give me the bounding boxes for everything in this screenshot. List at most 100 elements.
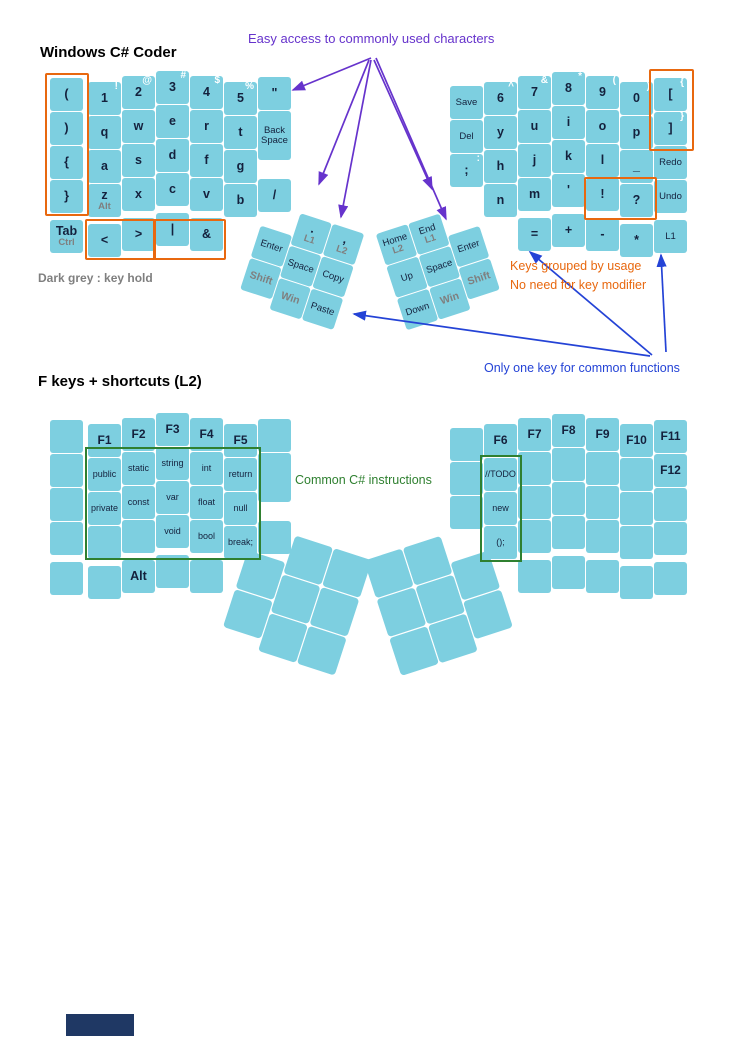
key-label: =: [530, 226, 539, 241]
key-label: L1: [665, 230, 676, 242]
key-l1: L1: [654, 220, 687, 253]
key-label: <: [100, 232, 109, 247]
key-l: l: [586, 144, 619, 177]
key-label: public: [92, 468, 117, 479]
key-n: n: [484, 184, 517, 217]
key-blank: [190, 560, 223, 593]
key-f5: F5: [224, 424, 257, 457]
key-5: 5%: [224, 81, 257, 115]
key-w: w: [122, 110, 155, 143]
key-f7: F7: [518, 418, 551, 451]
key-label: o: [598, 118, 607, 133]
key-label: Tab: [55, 223, 78, 238]
key-label: c: [169, 181, 176, 196]
key-label: i: [566, 114, 571, 129]
key-blank: [620, 566, 653, 599]
key-f11: F11: [654, 420, 687, 453]
key-blank: [654, 488, 687, 521]
key-label: u: [530, 118, 539, 133]
key-blank: [518, 520, 551, 553]
key-label: Win: [438, 289, 461, 308]
key-int: int: [190, 452, 223, 485]
key-label: float: [197, 496, 215, 507]
key-null: null: [224, 492, 257, 525]
key-label: |: [170, 221, 175, 236]
key-label: _: [633, 158, 640, 173]
key-hold-label: Alt: [98, 201, 111, 213]
key-t: t: [224, 116, 257, 149]
layer2-title: F keys + shortcuts (L2): [38, 373, 202, 390]
key-var: var: [156, 481, 189, 514]
key-label: string: [161, 457, 184, 468]
key-symbol: <: [88, 224, 121, 257]
key-x: x: [122, 178, 155, 211]
key-label: y: [497, 124, 504, 139]
key-label: F2: [131, 427, 146, 442]
key-shift-label: %: [245, 81, 254, 92]
key-static: static: [122, 452, 155, 485]
key-y: y: [484, 116, 517, 149]
key-label: var: [166, 491, 179, 502]
key-label: F3: [165, 422, 180, 437]
key-2: 2@: [122, 75, 155, 109]
key-return: return: [224, 458, 257, 491]
key-label: F7: [527, 427, 542, 442]
highlight-box-angle-keys: [85, 219, 156, 260]
key-blank: [156, 555, 189, 588]
key-back-space: Back Space: [258, 111, 291, 160]
key-f6: F6: [484, 424, 517, 457]
key-symbol: (: [50, 78, 83, 111]
key-h: h: [484, 150, 517, 183]
key-e: e: [156, 105, 189, 138]
key-hold-label: L2: [334, 243, 349, 258]
key-label: 2: [135, 84, 142, 99]
key-blank: [552, 448, 585, 481]
key-label: 7: [531, 84, 538, 99]
key-1: 1!: [88, 81, 121, 115]
key-0: 0): [620, 81, 653, 115]
csharp-instructions-note: Common C# instructions: [295, 473, 432, 487]
key-blank: [586, 520, 619, 553]
key-label: const: [127, 496, 150, 507]
key-label: 9: [599, 84, 606, 99]
key-label: Back Space: [261, 124, 288, 146]
highlight-box-csharp-left: [85, 447, 261, 560]
key-v: v: [190, 178, 223, 211]
key-bool: bool: [190, 520, 223, 553]
key-symbol: ": [258, 77, 291, 110]
key-label: k: [565, 148, 572, 163]
key-label: q: [100, 124, 109, 139]
key-label: void: [164, 525, 181, 536]
key-label: 1: [101, 90, 108, 105]
key-label: 8: [565, 80, 572, 95]
key-shift-label: #: [180, 70, 186, 81]
key-label: -: [600, 226, 605, 241]
key-label: private: [90, 502, 118, 513]
key-string: string: [156, 447, 189, 480]
key-shift-label: ^: [508, 81, 514, 92]
key-7: 7&: [518, 75, 551, 109]
key-hold-label: L1: [302, 232, 317, 247]
key-blank: [620, 492, 653, 525]
easy-access-note: Easy access to commonly used characters: [248, 31, 495, 46]
key-label: [: [668, 86, 673, 101]
key-label: F4: [199, 427, 214, 442]
key-c: c: [156, 173, 189, 206]
highlight-box-csharp-right: [480, 455, 522, 562]
key-symbol: &: [190, 218, 223, 251]
key-label: d: [168, 147, 177, 162]
key-shift-label: }: [680, 111, 684, 122]
key-shift-label: *: [578, 71, 582, 82]
key-label: g: [236, 158, 245, 173]
key-label: Paste: [309, 299, 336, 318]
key-shift-label: {: [680, 77, 684, 88]
key-blank: [50, 488, 83, 521]
key-symbol: /: [258, 179, 291, 212]
key-label: Shift: [466, 269, 492, 288]
key-blank: [654, 522, 687, 555]
key-blank: [586, 452, 619, 485]
key-new: new: [484, 492, 517, 525]
key-blank: [518, 452, 551, 485]
